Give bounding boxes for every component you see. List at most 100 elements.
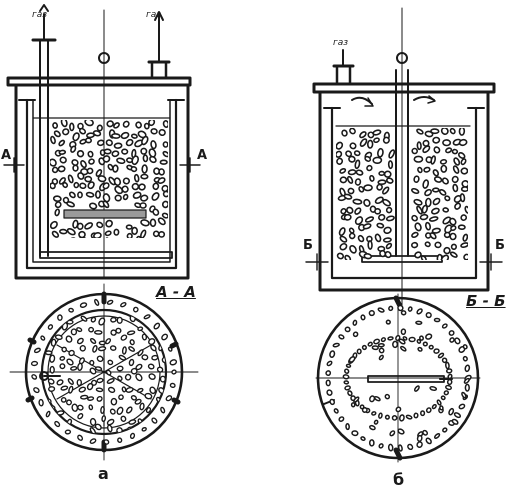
packing-pebble	[139, 202, 147, 209]
packing-pebble	[361, 344, 367, 351]
packing-pebble	[105, 219, 113, 228]
packing-pebble	[94, 298, 100, 306]
packing-pebble	[425, 333, 433, 340]
packing-pebble	[382, 198, 392, 207]
packing-pebble	[378, 170, 386, 177]
packing-pebble	[66, 201, 76, 208]
packing-pebble	[128, 419, 137, 425]
packing-pebble	[411, 231, 419, 238]
packing-pebble	[449, 217, 457, 226]
packing-pebble	[354, 159, 361, 170]
packing-pebble	[445, 368, 453, 374]
packing-pebble	[140, 147, 148, 155]
packing-pebble	[441, 177, 449, 185]
packing-pebble	[358, 185, 365, 193]
packing-pebble	[432, 136, 441, 144]
vessel-b-lid	[312, 82, 496, 94]
packing-pebble	[113, 177, 122, 187]
packing-pebble	[40, 335, 46, 341]
packing-pebble	[440, 254, 450, 260]
packing-pebble	[440, 395, 446, 401]
packing-pebble	[131, 182, 140, 191]
packing-pebble	[385, 177, 394, 184]
packing-pebble	[125, 224, 133, 230]
packing-pebble	[429, 385, 438, 392]
packing-pebble	[157, 177, 166, 185]
packing-pebble	[325, 370, 332, 377]
packing-pebble	[53, 130, 61, 138]
packing-pebble	[336, 150, 343, 158]
vessel-a-distributor	[39, 251, 173, 259]
packing-pebble	[122, 177, 130, 185]
packing-pebble	[421, 204, 428, 214]
packing-pebble	[107, 359, 114, 366]
packing-pebble	[76, 327, 83, 333]
packing-pebble	[349, 128, 356, 135]
packing-pebble	[95, 387, 104, 393]
packing-pebble	[450, 225, 457, 232]
packing-pebble	[107, 163, 114, 171]
vessel-a-stirrer	[63, 209, 147, 219]
packing-pebble	[417, 346, 423, 352]
packing-pebble	[359, 138, 368, 147]
packing-pebble	[150, 128, 158, 135]
packing-pebble	[364, 155, 372, 162]
packing-pebble	[384, 251, 392, 259]
packing-pebble	[373, 419, 379, 425]
packing-pebble	[156, 366, 164, 373]
packing-pebble	[451, 418, 459, 425]
packing-pebble	[413, 175, 420, 183]
packing-pebble	[453, 412, 462, 419]
packing-pebble	[378, 443, 384, 449]
packing-pebble	[78, 236, 88, 238]
packing-pebble	[417, 166, 423, 174]
packing-pebble	[128, 358, 135, 367]
packing-pebble	[339, 235, 348, 243]
packing-pebble	[121, 148, 129, 155]
packing-pebble	[135, 373, 143, 382]
packing-pebble	[126, 330, 136, 336]
packing-pebble	[162, 141, 168, 148]
figure-b-caption: б	[393, 470, 405, 489]
packing-pebble	[377, 307, 385, 313]
packing-pebble	[88, 326, 95, 333]
packing-pebble	[102, 200, 110, 209]
figure-a-caption: а	[98, 464, 109, 483]
packing-pebble	[463, 253, 468, 260]
packing-pebble	[345, 363, 352, 368]
packing-pebble	[117, 437, 123, 443]
packing-pebble	[361, 407, 368, 413]
packing-pebble	[464, 383, 470, 392]
packing-pebble	[98, 240, 108, 250]
packing-pebble	[50, 158, 57, 167]
packing-pebble	[97, 346, 107, 352]
packing-pebble	[458, 138, 468, 147]
packing-pebble	[89, 337, 97, 345]
packing-pebble	[117, 375, 123, 382]
packing-pebble	[135, 363, 143, 371]
packing-pebble	[64, 429, 72, 435]
packing-pebble	[345, 423, 350, 431]
packing-pebble	[430, 128, 440, 135]
packing-pebble	[59, 355, 66, 361]
packing-pebble	[54, 242, 61, 248]
packing-pebble	[86, 250, 94, 257]
packing-pebble	[52, 122, 59, 129]
packing-pebble	[414, 251, 422, 259]
packing-pebble	[63, 244, 71, 252]
packing-pebble	[369, 395, 376, 403]
cut-a-left-mark	[3, 157, 25, 173]
packing-pebble	[141, 354, 149, 361]
packing-pebble	[385, 206, 393, 214]
packing-pebble	[443, 231, 451, 239]
packing-pebble	[420, 410, 426, 417]
packing-pebble	[385, 215, 395, 222]
packing-pebble	[344, 368, 350, 374]
packing-pebble	[343, 213, 352, 221]
packing-pebble	[151, 417, 158, 424]
packing-pebble	[167, 346, 173, 352]
packing-pebble	[343, 193, 353, 200]
packing-pebble	[459, 193, 466, 203]
packing-pebble	[423, 166, 431, 173]
packing-pebble	[347, 169, 357, 176]
